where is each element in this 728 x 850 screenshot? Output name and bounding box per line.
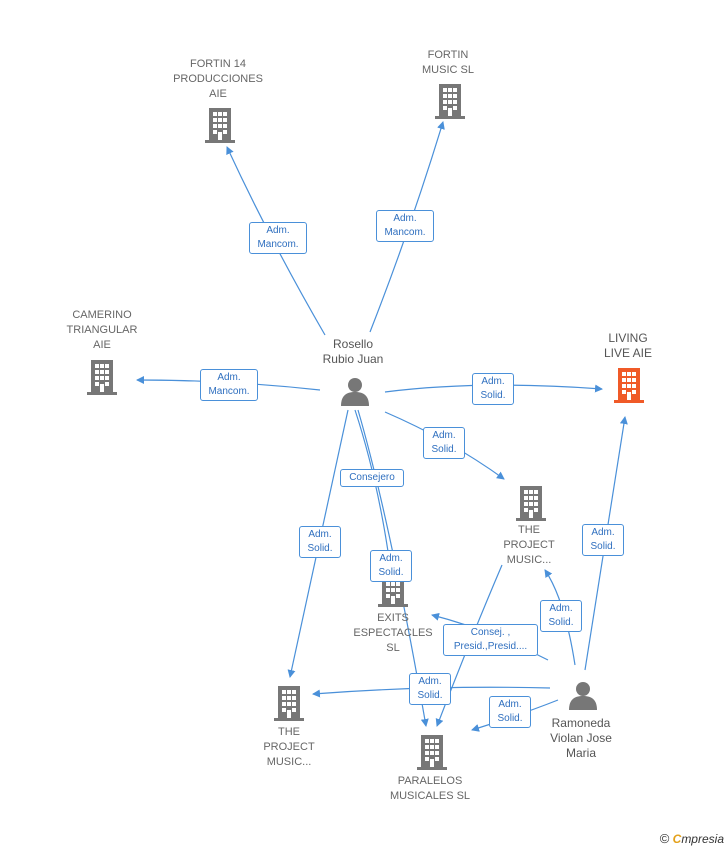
edge-label-e13[interactable]: Adm. Solid. bbox=[489, 696, 531, 728]
edge-label-e1[interactable]: Adm. Mancom. bbox=[249, 222, 307, 254]
edge-label-e5[interactable]: Adm. Solid. bbox=[423, 427, 465, 459]
edge-label-e7[interactable]: Adm. Solid. bbox=[299, 526, 341, 558]
building-icon-paralelos[interactable] bbox=[417, 735, 447, 770]
node-label-fortin14[interactable]: FORTIN 14 PRODUCCIONES AIE bbox=[173, 58, 263, 100]
person-icon-ramoneda[interactable] bbox=[569, 682, 597, 710]
edge-rosello-exits bbox=[354, 409, 393, 566]
edge-label-e10[interactable]: Adm. Solid. bbox=[540, 600, 582, 632]
node-label-rosello[interactable]: Rosello Rubio Juan bbox=[322, 337, 384, 366]
edge-label-e6[interactable]: Consejero bbox=[340, 469, 404, 487]
edge-label-e4[interactable]: Adm. Solid. bbox=[472, 373, 514, 405]
building-icon-fortin14[interactable] bbox=[205, 108, 235, 143]
building-icon-living[interactable] bbox=[614, 368, 644, 403]
edge-label-e8[interactable]: Adm. Solid. bbox=[370, 550, 412, 582]
building-icon-fortinmusic[interactable] bbox=[435, 84, 465, 119]
building-icon-project-left[interactable] bbox=[274, 686, 304, 721]
node-label-exits[interactable]: EXITS ESPECTACLES SL bbox=[353, 612, 433, 654]
edge-label-e2[interactable]: Adm. Mancom. bbox=[376, 210, 434, 242]
copyright-icon: © bbox=[659, 831, 670, 846]
node-label-fortinmusic[interactable]: FORTIN MUSIC SL bbox=[422, 49, 474, 76]
brand-name: mpresia bbox=[681, 832, 724, 846]
node-label-project-left[interactable]: THE PROJECT MUSIC... bbox=[263, 726, 315, 768]
edge-label-e11[interactable]: Consej. , Presid.,Presid.... bbox=[443, 624, 538, 656]
node-label-ramoneda[interactable]: Ramoneda Violan Jose Maria bbox=[550, 716, 612, 760]
building-icon-project-right[interactable] bbox=[516, 486, 546, 521]
node-label-paralelos[interactable]: PARALELOS MUSICALES SL bbox=[389, 775, 471, 802]
node-label-project-right[interactable]: THE PROJECT MUSIC... bbox=[503, 524, 555, 566]
node-label-camerino[interactable]: CAMERINO TRIANGULAR AIE bbox=[66, 309, 138, 351]
edge-label-e12[interactable]: Adm. Solid. bbox=[409, 673, 451, 705]
edge-label-e3[interactable]: Adm. Mancom. bbox=[200, 369, 258, 401]
building-icon-camerino[interactable] bbox=[87, 360, 117, 395]
person-icon-rosello[interactable] bbox=[341, 378, 369, 406]
edge-label-e9[interactable]: Adm. Solid. bbox=[582, 524, 624, 556]
brand-initial: C bbox=[672, 832, 682, 846]
node-label-living[interactable]: LIVING LIVE AIE bbox=[603, 331, 653, 360]
empresia-logo: © Cmpresia bbox=[660, 831, 724, 846]
